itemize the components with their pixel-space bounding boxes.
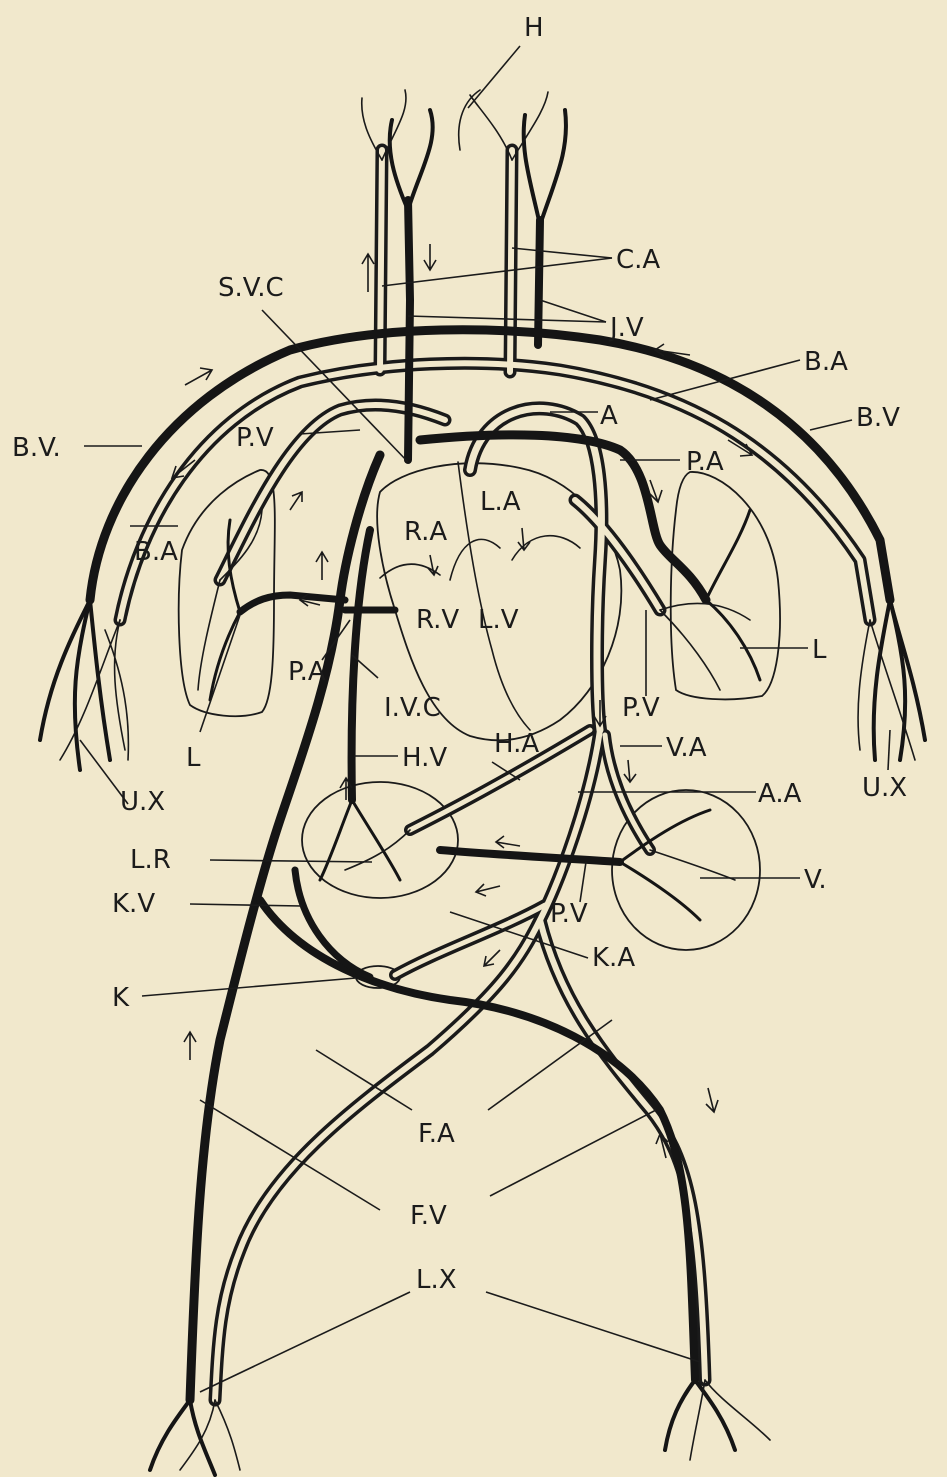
arrow-splenic-down (624, 760, 636, 782)
arrow-femoral-down (706, 1088, 718, 1112)
label-aa: A.A (758, 779, 802, 809)
head-capillaries (362, 90, 566, 225)
label-hv: H.V (402, 743, 447, 773)
label-la: L.A (480, 487, 521, 517)
arrow-kidney-left (476, 884, 500, 896)
label-ra: R.A (404, 517, 447, 547)
arrow-portal-left (496, 836, 520, 848)
label-ha: H.A (494, 729, 539, 759)
jugular-vein-right (538, 220, 540, 345)
label-bv-left: B.V. (12, 433, 61, 463)
leader-ca-a (512, 248, 612, 258)
leader-h (468, 46, 520, 108)
label-jv: J.V (608, 313, 644, 343)
leader-fv-b (490, 1110, 656, 1196)
portal-vein (440, 850, 620, 862)
label-pv-mid: P.V (622, 693, 660, 723)
leader-lx-a (200, 1292, 410, 1392)
label-rv: R.V (416, 605, 459, 635)
label-a: A (600, 401, 618, 431)
label-pa-left: P.A (288, 657, 326, 687)
arrow-arch-left (185, 368, 212, 385)
leader-ux-right (888, 730, 890, 770)
leader-fa-b (488, 1020, 612, 1110)
label-ba-right: B.A (804, 347, 848, 377)
label-h: H (524, 13, 544, 43)
arrow-up-ivc (316, 552, 328, 580)
leader-pv-low (580, 862, 586, 902)
leader-lr (210, 860, 372, 862)
label-lx: L.X (416, 1265, 457, 1295)
label-v: V. (804, 865, 827, 895)
label-pv-top: P.V (236, 423, 274, 453)
arrow-up-carotid (362, 254, 374, 292)
label-ba-left: B.A (134, 537, 178, 567)
arteries (120, 150, 870, 1400)
artery-outline-layer (120, 150, 870, 1400)
label-pv-low: P.V (550, 899, 588, 929)
leader-ca-b (382, 258, 612, 286)
aortic-arch (470, 408, 601, 730)
arrow-aorta-lower (484, 950, 500, 966)
leader-bv-right (810, 420, 852, 430)
text-labels: H C.A S.V.C J.V B.A B.V. P.V A B.V P.A L… (12, 13, 907, 1295)
label-fa: F.A (418, 1119, 455, 1149)
carotid-right-lumen (510, 150, 512, 372)
label-l-left: L (186, 743, 201, 773)
label-ux-right: U.X (862, 773, 907, 803)
label-bv-right: B.V (856, 403, 900, 433)
arrow-down-jugular (424, 244, 436, 270)
right-lung-outline (671, 472, 780, 699)
liver-outline (302, 782, 458, 898)
arrow-la-lv (518, 528, 530, 550)
leader-jv-a (540, 300, 606, 322)
label-svc: S.V.C (218, 273, 284, 303)
label-lv: L.V (478, 605, 519, 635)
label-kv: K.V (112, 889, 155, 919)
label-ux-left: U.X (120, 787, 165, 817)
leader-k (142, 978, 356, 996)
label-pa-right: P.A (686, 447, 724, 477)
leg-capillaries (150, 1380, 770, 1475)
label-fv: F.V (410, 1201, 447, 1231)
label-ka: K.A (592, 943, 635, 973)
label-ca: C.A (616, 245, 660, 275)
label-l-right: L (812, 635, 827, 665)
leader-kv (190, 904, 302, 906)
leader-lx-b (486, 1292, 700, 1362)
artery-lumen-layer (120, 150, 870, 1400)
arrow-ivc-up (184, 1032, 196, 1060)
hepatic-vein (352, 530, 370, 800)
label-va: V.A (666, 733, 707, 763)
arrow-pv-left (290, 492, 302, 510)
label-ivc: I.V.C (384, 693, 441, 723)
label-k: K (112, 983, 130, 1013)
leader-ba-right (650, 360, 800, 400)
aortic-arch-lumen (470, 408, 601, 730)
pulmonary-artery-left-branch (240, 595, 345, 612)
label-lr: L.R (130, 845, 171, 875)
